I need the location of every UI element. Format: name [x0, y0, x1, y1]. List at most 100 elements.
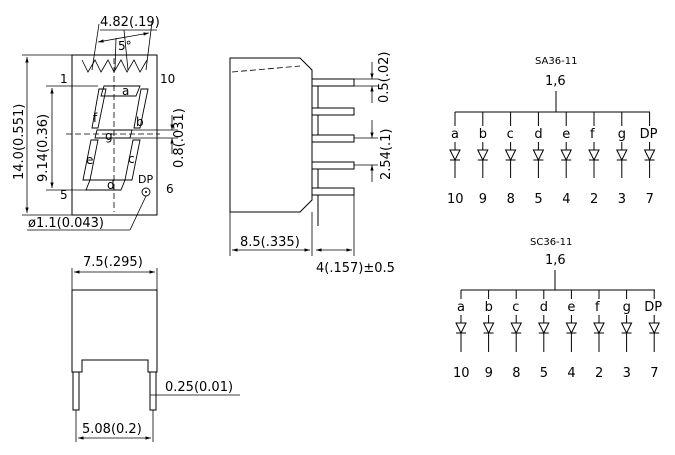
schematic-column: b9	[476, 112, 489, 207]
dp-center-dot	[145, 191, 147, 193]
label-seg-g: g	[105, 129, 113, 143]
schematic-column: f2	[588, 112, 600, 207]
dim-bottom-width: 7.5(.295)	[83, 255, 143, 270]
front-view: a b c d e f g 1 10 5 6 DP 4.82(.19) 5° 1…	[12, 15, 187, 231]
pin-number: 8	[507, 192, 515, 207]
schematic-column: DP 7	[644, 290, 662, 381]
schematic-column: DP 7	[640, 112, 658, 207]
label-seg-b: b	[136, 115, 144, 129]
dim-slant-left	[91, 23, 100, 71]
pin-number: 5	[534, 192, 542, 207]
schematic-column: a 10	[447, 112, 464, 207]
front-pin-10: 10	[160, 72, 175, 86]
side-pin-5	[312, 187, 355, 196]
diode-icon	[449, 149, 461, 162]
front-pin-5: 5	[60, 188, 68, 202]
label-seg-a: a	[122, 84, 129, 98]
segment-label: b	[485, 300, 493, 315]
pin-number: 10	[447, 192, 464, 207]
segment-b	[133, 88, 149, 129]
side-view: 0.5(.02) 2.54(.1) 8.5(.335) 4(.157)±0.5	[229, 52, 395, 276]
display-body-outline	[71, 54, 158, 216]
segment-label: g	[618, 127, 626, 142]
schematic-column: e4	[560, 112, 573, 207]
pin-number: 4	[567, 366, 575, 381]
dim-dp-diameter: ø1.1(0.043)	[28, 216, 104, 231]
dim-depth: 8.5(.335)	[240, 235, 300, 250]
diode-icon	[532, 149, 545, 162]
pin-number: 7	[650, 366, 658, 381]
pin-number: 3	[623, 366, 631, 381]
side-pins	[312, 78, 355, 226]
schematic-column: a10	[453, 290, 470, 381]
display-top-bevel	[81, 59, 148, 73]
pin-number: 9	[485, 366, 493, 381]
diode-icon	[504, 149, 517, 162]
pin-number: 5	[540, 366, 548, 381]
diode-icon	[620, 322, 633, 335]
diode-icon	[560, 149, 573, 162]
diode-icon	[588, 149, 600, 162]
front-pin-1: 1	[60, 72, 68, 86]
dim-pin-spacing: 5.08(0.2)	[82, 422, 142, 437]
schematic-common-pins: 1,6	[545, 253, 566, 268]
dim-digit-height: 9.14(0.36)	[36, 114, 51, 182]
diode-icon	[482, 322, 495, 335]
schematic-column: b9	[482, 290, 495, 381]
schematic-title: SA36-11	[535, 56, 577, 67]
segment-label: e	[562, 127, 570, 142]
label-seg-c: c	[128, 152, 135, 166]
side-pin-1	[312, 78, 355, 87]
schematic-column: c8	[504, 112, 517, 207]
side-pin-3	[312, 134, 355, 143]
pin-number: 2	[595, 366, 603, 381]
segment-f	[91, 88, 107, 129]
segment-label: d	[540, 300, 548, 315]
schematic-column: d5	[537, 290, 550, 381]
schematic-column: g3	[615, 112, 628, 207]
schematic-column: g3	[620, 290, 633, 381]
diode-icon	[455, 322, 467, 335]
dim-digit-width: 4.82(.19)	[100, 15, 160, 30]
dim-pitch: 2.54(.1)	[379, 129, 394, 181]
dim-angle: 5°	[118, 39, 132, 53]
diode-icon	[615, 149, 628, 162]
segment-label: a	[451, 127, 459, 142]
dim-angle-ref-line	[114, 37, 117, 71]
pin-number: 9	[479, 192, 487, 207]
segment-label: f	[590, 127, 595, 142]
segment-label: DP	[644, 300, 662, 315]
dim-height: 14.0(0.551)	[12, 104, 27, 180]
diode-icon	[565, 322, 578, 335]
side-pin-2	[312, 107, 355, 116]
pin-number: 8	[512, 366, 520, 381]
schematic-column: e4	[565, 290, 578, 381]
diode-icon	[643, 149, 656, 162]
front-pin-6: 6	[166, 182, 174, 196]
pin-number: 7	[646, 192, 654, 207]
diode-icon	[593, 322, 605, 335]
segment-label: e	[567, 300, 575, 315]
schematic-column: c8	[510, 290, 523, 381]
bottom-view: 7.5(.295) 0.25(0.01) 5.08(0.2)	[71, 255, 240, 442]
schematic-common-pins: 1,6	[545, 74, 566, 89]
label-seg-e: e	[86, 153, 93, 167]
front-dp-label: DP	[138, 173, 153, 186]
diode-icon	[476, 149, 489, 162]
side-body-outline	[229, 57, 313, 213]
dim-pin-thickness: 0.5(.02)	[377, 52, 392, 104]
dim-digit-width-line	[97, 32, 150, 43]
segment-label: g	[623, 300, 631, 315]
segment-e	[82, 139, 99, 181]
dim-angle-slant-line	[123, 29, 129, 71]
segment-d	[85, 179, 126, 191]
schematic-title: SC36-11	[530, 237, 572, 248]
segment-label: DP	[640, 127, 658, 142]
diode-icon	[537, 322, 550, 335]
segment-label: a	[457, 300, 465, 315]
bottom-body-outline	[71, 289, 158, 373]
segment-c	[124, 139, 141, 181]
bottom-pin-right	[149, 371, 157, 411]
